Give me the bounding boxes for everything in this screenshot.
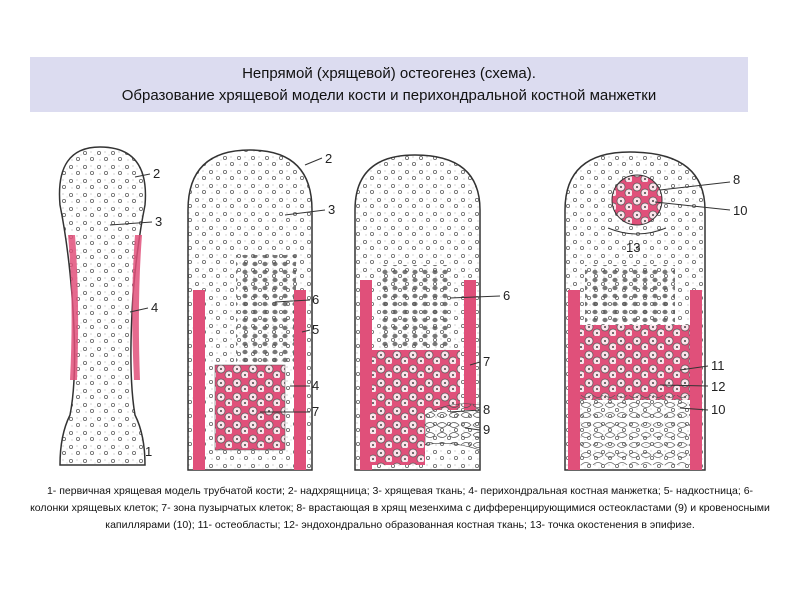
figure-caption: 1- первичная хрящевая модель трубчатой к… (30, 485, 770, 531)
label-s2-3: 3 (328, 202, 335, 217)
label-s2-5: 5 (312, 322, 319, 337)
label-s3-6: 6 (503, 288, 510, 303)
stage-4-ossification (564, 151, 706, 471)
leader-lines (109, 157, 731, 431)
label-s2-4: 4 (312, 378, 319, 393)
title-line-2: Образование хрящевой модели кости и пери… (121, 87, 657, 104)
osteogenesis-diagram: 2 3 4 1 2 3 6 5 4 7 6 7 8 9 8 10 13 11 1… (58, 146, 747, 471)
label-s1-4: 4 (151, 300, 158, 315)
stage-1-primary-model (58, 146, 147, 466)
label-s1-1: 1 (145, 444, 152, 459)
label-s4-13: 13 (626, 240, 640, 255)
label-s1-2: 2 (153, 166, 160, 181)
label-s1-3: 3 (155, 214, 162, 229)
label-s3-7: 7 (483, 354, 490, 369)
stage-3-invasion (354, 154, 481, 471)
label-s2-7: 7 (312, 404, 319, 419)
label-s4-12: 12 (711, 379, 725, 394)
label-s4-10a: 10 (733, 203, 747, 218)
label-s3-8: 8 (483, 402, 490, 417)
label-s4-8: 8 (733, 172, 740, 187)
label-s2-6: 6 (312, 292, 319, 307)
label-s4-10b: 10 (711, 402, 725, 417)
label-s3-9: 9 (483, 422, 490, 437)
label-s2-2: 2 (325, 151, 332, 166)
stage-2-cuff (187, 149, 313, 471)
label-s4-11: 11 (711, 358, 725, 373)
title-line-1: Непрямой (хрящевой) остеогенез (схема). (242, 65, 536, 82)
title-banner: Непрямой (хрящевой) остеогенез (схема). … (30, 57, 748, 112)
